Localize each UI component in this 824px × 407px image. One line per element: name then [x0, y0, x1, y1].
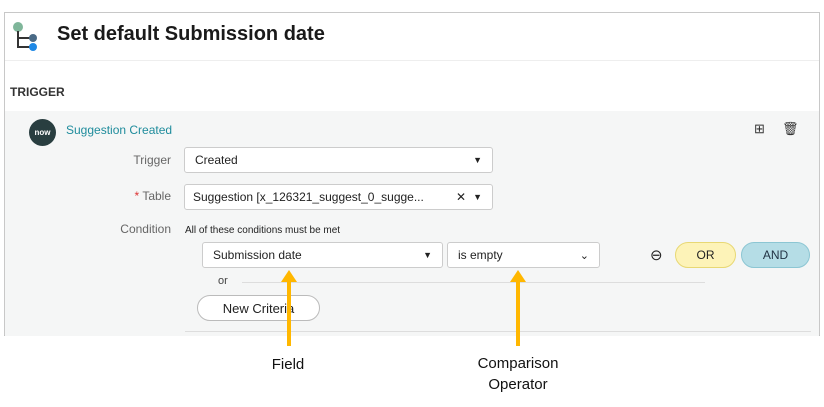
trigger-name-link[interactable]: Suggestion Created — [66, 123, 173, 137]
operator-arrow — [516, 280, 520, 346]
page-title: Set default Submission date — [57, 23, 325, 45]
table-value: Suggestion [x_126321_suggest_0_sugge... — [193, 190, 424, 204]
trigger-card: now Suggestion Created ⊞ 🗑 Trigger Creat… — [5, 111, 819, 336]
trigger-select[interactable]: Created ▼ — [184, 147, 493, 173]
table-label: * Table — [91, 189, 171, 203]
operator-annotation-line1: Comparison — [477, 355, 559, 372]
table-select[interactable]: Suggestion [x_126321_suggest_0_sugge... ✕… — [184, 184, 493, 210]
or-button[interactable]: OR — [675, 242, 736, 268]
trigger-value: Created — [195, 153, 238, 167]
operator-value: is empty — [458, 248, 503, 262]
servicenow-logo: now — [29, 119, 56, 146]
required-mark: * — [134, 189, 140, 203]
add-comment-icon[interactable]: ⊞ — [754, 121, 765, 136]
condition-subtitle: All of these conditions must be met — [185, 225, 341, 236]
field-arrow-head — [281, 270, 297, 282]
operator-arrow-head — [510, 270, 526, 282]
caret-down-icon: ▼ — [423, 250, 432, 260]
divider — [185, 331, 811, 332]
section-heading: TRIGGER — [10, 85, 65, 99]
operator-select[interactable]: is empty ⌄ — [447, 242, 600, 268]
field-arrow — [287, 280, 291, 346]
flow-icon — [13, 22, 37, 51]
operator-annotation-line2: Operator — [488, 376, 548, 393]
trigger-label: Trigger — [133, 153, 171, 167]
divider — [242, 282, 705, 283]
header: Set default Submission date — [5, 13, 819, 61]
field-value: Submission date — [213, 248, 302, 262]
remove-condition-icon[interactable]: ⊖ — [650, 247, 663, 264]
new-criteria-button[interactable]: New Criteria — [197, 295, 320, 321]
caret-down-icon: ▼ — [473, 155, 482, 165]
caret-down-icon: ▼ — [473, 192, 482, 202]
and-button[interactable]: AND — [741, 242, 810, 268]
chevron-down-icon: ⌄ — [579, 249, 589, 262]
or-label: or — [218, 275, 228, 287]
condition-label: Condition — [120, 222, 171, 236]
trash-icon[interactable]: 🗑 — [782, 121, 799, 136]
flow-window: Set default Submission date TRIGGER now … — [4, 12, 820, 336]
field-annotation: Field — [271, 356, 305, 373]
table-label-text: Table — [142, 189, 171, 203]
field-select[interactable]: Submission date ▼ — [202, 242, 443, 268]
clear-icon[interactable]: ✕ — [455, 190, 466, 204]
